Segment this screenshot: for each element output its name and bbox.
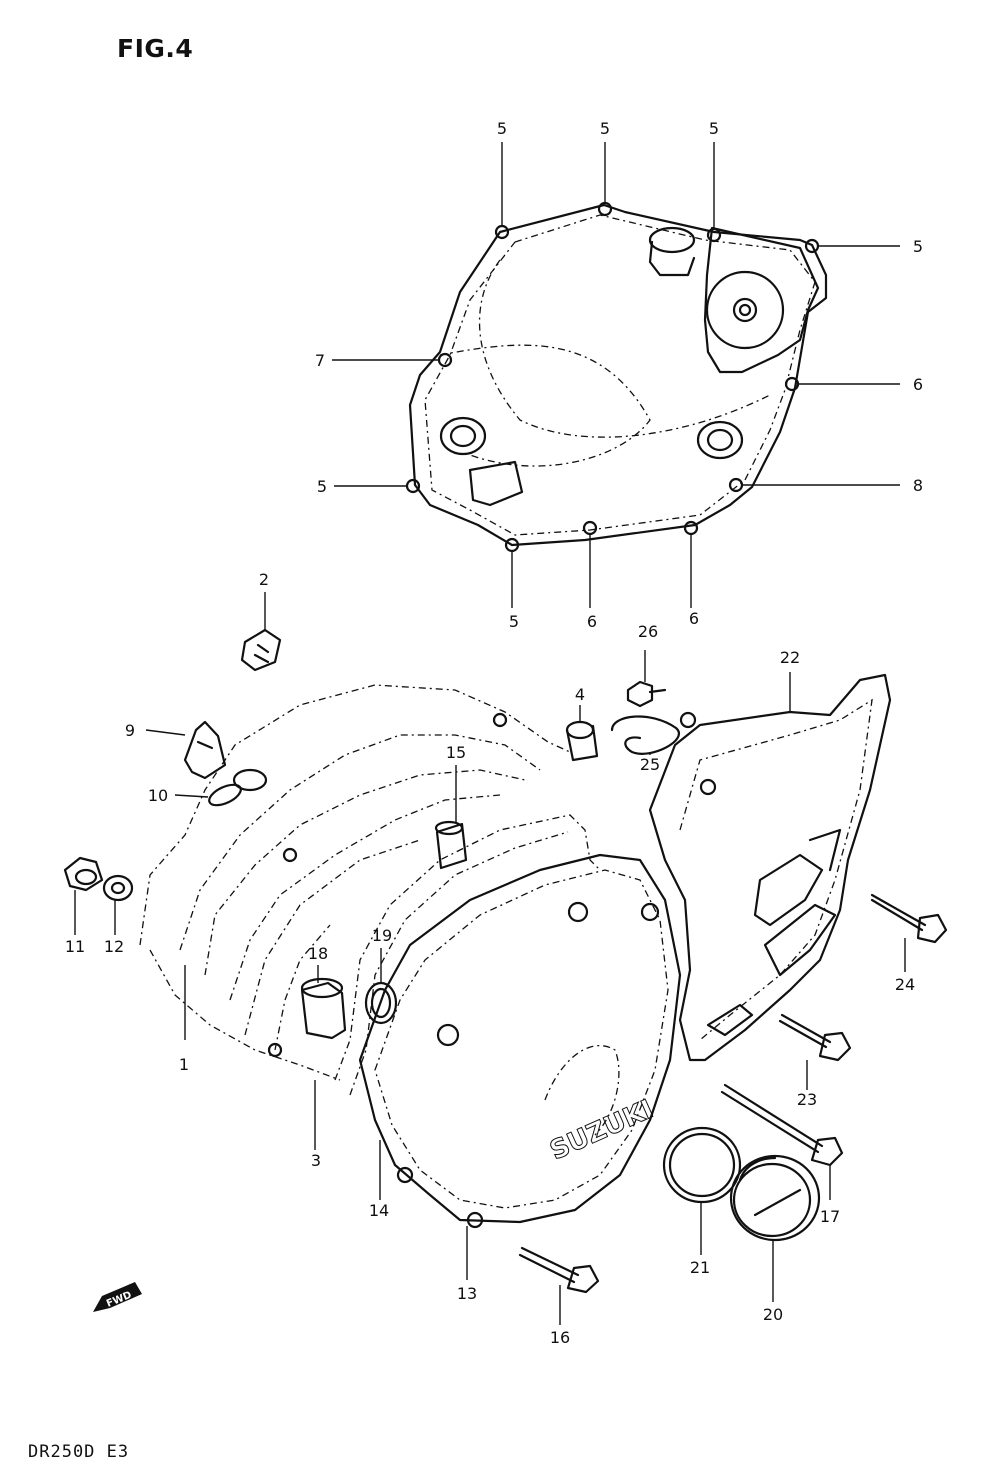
bolt-16 — [518, 1246, 600, 1294]
callout-13: 13 — [457, 1284, 477, 1303]
callout-20: 20 — [763, 1305, 783, 1324]
callout-1: 1 — [179, 1055, 189, 1074]
suzuki-logo: SUZUKI — [546, 1094, 658, 1166]
cap-part — [240, 628, 282, 672]
callout-25: 25 — [640, 755, 660, 774]
callout-5: 5 — [913, 237, 923, 256]
callout-22: 22 — [780, 648, 800, 667]
callout-17: 17 — [820, 1207, 840, 1226]
timing-cap — [729, 1154, 821, 1242]
breather-fitting — [183, 720, 227, 780]
callout-10: 10 — [148, 786, 168, 805]
callout-2: 2 — [259, 570, 269, 589]
washer — [102, 874, 134, 902]
bolt-long-24 — [870, 893, 948, 944]
callout-26: 26 — [638, 622, 658, 641]
screw-small — [626, 680, 667, 708]
callout-15: 15 — [446, 743, 466, 762]
callout-5: 5 — [509, 612, 519, 631]
bolt-medium-23 — [778, 1013, 852, 1062]
callout-19: 19 — [372, 926, 392, 945]
callout-5: 5 — [600, 119, 610, 138]
callout-11: 11 — [65, 937, 85, 956]
callout-21: 21 — [690, 1258, 710, 1277]
callout-16: 16 — [550, 1328, 570, 1347]
clutch-cover — [405, 201, 828, 553]
callout-5: 5 — [497, 119, 507, 138]
leader-lines — [74, 142, 906, 1325]
figure-title: FIG.4 — [117, 34, 194, 63]
bolt-long-17 — [720, 1083, 844, 1167]
callout-23: 23 — [797, 1090, 817, 1109]
callout-4: 4 — [575, 685, 585, 704]
callout-24: 24 — [895, 975, 915, 994]
o-ring-large — [662, 1126, 742, 1204]
callout-14: 14 — [369, 1201, 389, 1220]
callout-7: 7 — [315, 351, 325, 370]
callout-5: 5 — [709, 119, 719, 138]
dowel-pin — [565, 720, 599, 762]
gasket-outline — [334, 814, 601, 1096]
o-ring-small — [208, 783, 242, 807]
dowel-bush — [434, 820, 468, 870]
sprocket-cover — [648, 673, 892, 1062]
generator-cover: SUZUKI — [358, 853, 682, 1229]
callout-18: 18 — [308, 944, 328, 963]
callout-6: 6 — [587, 612, 597, 631]
drain-bolt — [63, 856, 104, 892]
oil-plug — [300, 977, 347, 1040]
callout-6: 6 — [913, 375, 923, 394]
callout-labels: 5 5 5 5 7 6 5 8 5 6 6 2 26 22 9 10 4 15 … — [65, 119, 923, 1347]
callout-8: 8 — [913, 476, 923, 495]
callout-9: 9 — [125, 721, 135, 740]
fwd-arrow-icon: FWD — [93, 1282, 142, 1312]
callout-5: 5 — [317, 477, 327, 496]
wire-clip — [610, 711, 697, 755]
callout-3: 3 — [311, 1151, 321, 1170]
crankcase-body — [139, 684, 571, 1081]
model-code: DR250D E3 — [28, 1442, 130, 1462]
callout-6: 6 — [689, 609, 699, 628]
callout-12: 12 — [104, 937, 124, 956]
